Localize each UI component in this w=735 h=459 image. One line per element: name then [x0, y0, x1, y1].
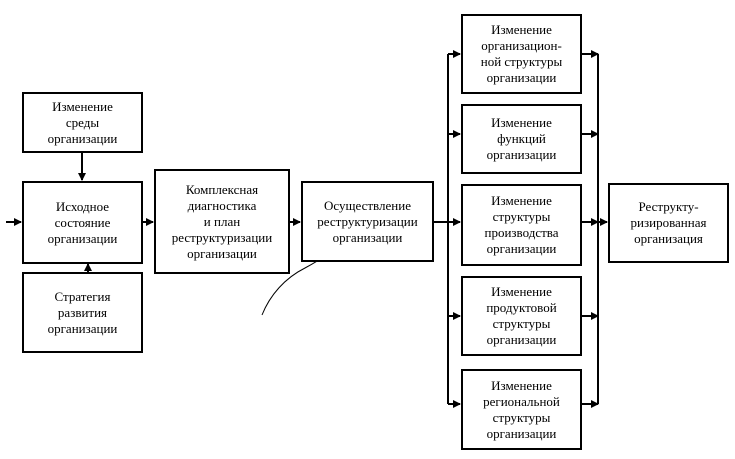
regional-structure-change-label: Изменение региональной структуры организ…	[483, 377, 560, 441]
diagnostics-box: Комплексная диагностика и план реструкту…	[154, 169, 290, 274]
env-change-box: Изменение среды организации	[22, 92, 143, 153]
functions-change-label: Изменение функций организации	[486, 115, 557, 162]
env-change-label: Изменение среды организации	[47, 98, 118, 146]
regional-structure-change-box: Изменение региональной структуры организ…	[461, 369, 582, 450]
implementation-label: Осуществление реструктуризации организац…	[317, 197, 418, 245]
org-structure-change-box: Изменение организацион- ной структуры ор…	[461, 14, 582, 94]
production-change-label: Изменение структуры производства организ…	[484, 193, 559, 256]
strategy-label: Стратегия развития организации	[47, 288, 118, 336]
initial-state-box: Исходное состояние организации	[22, 181, 143, 264]
diagnostics-label: Комплексная диагностика и план реструкту…	[171, 181, 273, 261]
initial-state-label: Исходное состояние организации	[47, 198, 118, 246]
strategy-box: Стратегия развития организации	[22, 272, 143, 353]
restructured-organization-label: Реструкту- ризированная организация	[630, 199, 707, 246]
restructured-organization-box: Реструкту- ризированная организация	[608, 183, 729, 263]
implementation-box: Осуществление реструктуризации организац…	[301, 181, 434, 262]
production-change-box: Изменение структуры производства организ…	[461, 184, 582, 266]
product-structure-change-label: Изменение продуктовой структуры организа…	[486, 284, 557, 347]
functions-change-box: Изменение функций организации	[461, 104, 582, 174]
org-structure-change-label: Изменение организацион- ной структуры ор…	[480, 22, 563, 85]
product-structure-change-box: Изменение продуктовой структуры организа…	[461, 276, 582, 356]
